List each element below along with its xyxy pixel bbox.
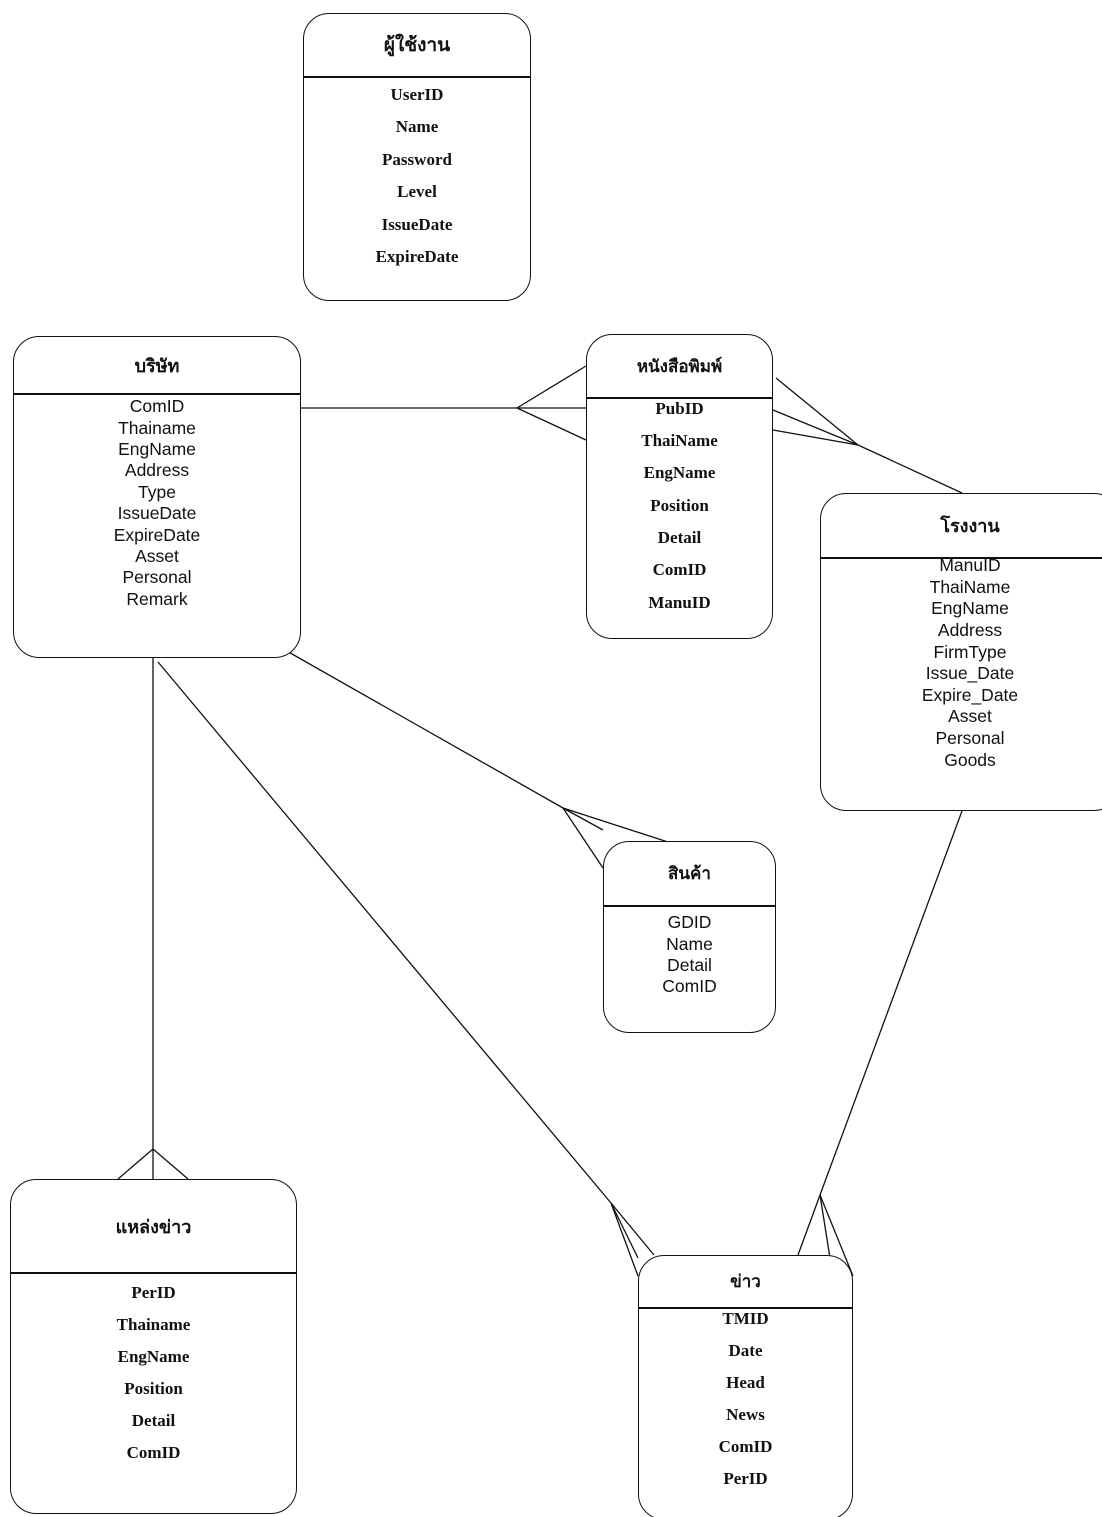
attribute: ComID [652,560,707,580]
attribute: Thainame [116,1315,191,1334]
relationship-company-news-crows-foot [610,1202,639,1277]
attribute: ComID [129,396,185,417]
relationship-company-product-crows-foot [562,807,669,843]
attribute: Asset [135,546,179,567]
attribute: ComID [662,976,717,997]
entity-title: ข่าว [639,1256,852,1309]
attribute: GDID [667,912,712,933]
entity-title: สินค้า [604,842,775,907]
attribute: PubID [655,398,704,418]
attribute: PerID [723,1469,768,1488]
attribute: Date [728,1341,763,1360]
relationship-company-news-crows-foot [610,1202,639,1259]
attribute: Position [650,495,709,515]
attribute: TMID [722,1309,769,1328]
relationship-factory-news-crows-foot [819,1194,831,1259]
attribute: Address [124,460,190,481]
attribute: Goods [944,749,996,770]
relationship-company-news-crows-foot [610,1202,655,1256]
attribute: Type [138,481,176,502]
relationship-company-news-line [157,661,612,1204]
entity-title: โรงงาน [821,494,1102,559]
entity-title: แหล่งข่าว [11,1180,296,1274]
attribute: Issue_Date [925,663,1015,684]
attribute: ExpireDate [113,524,201,545]
attribute: Name [395,117,439,137]
attribute: ComID [718,1437,773,1456]
relationship-company-news-source-crows-foot [152,1148,189,1180]
attribute: Detail [667,954,712,975]
relationship-company-product-line [284,649,564,809]
entity-title: ผู้ใช้งาน [304,14,530,78]
attribute: News [726,1405,765,1424]
relationship-newspaper-factory-crows-foot [772,429,859,446]
relationship-company-newspaper-crows-foot [516,365,587,409]
attribute: EngName [117,1347,190,1366]
attribute: ComID [126,1443,181,1462]
attribute: IssueDate [117,503,197,524]
relationship-newspaper-factory-crows-foot [772,409,859,446]
relationship-factory-news-crows-foot [797,1194,821,1256]
attribute: Address [937,619,1003,640]
attribute: Level [397,182,437,202]
relationship-company-news-source-crows-foot [117,1148,154,1180]
attribute: EngName [118,439,196,460]
attribute: Personal [935,727,1005,748]
entity-title: บริษัท [14,337,300,395]
relationship-newspaper-factory-crows-foot [775,377,859,446]
relationship-company-product-crows-foot [562,807,604,869]
attribute: ExpireDate [375,247,459,267]
entity-title: หนังสือพิมพ์ [587,335,772,399]
attribute: IssueDate [381,214,453,234]
relationship-company-newspaper-crows-foot [516,407,587,441]
attribute: Name [666,933,713,954]
attribute: EngName [643,463,716,483]
attribute: Personal [122,567,192,588]
attribute: ManuID [648,592,711,612]
attribute: Password [382,149,452,169]
attribute: ManuID [939,555,1001,576]
relationship-company-product-crows-foot [562,807,604,831]
attribute: Asset [948,706,992,727]
attribute: PerID [131,1283,176,1302]
relationship-factory-news-line [819,810,963,1196]
attribute: Position [124,1379,183,1398]
attribute: ThaiName [641,431,718,451]
attribute: Detail [131,1411,176,1430]
attribute: Detail [657,528,702,548]
attribute: FirmType [933,641,1007,662]
attribute: UserID [390,84,444,104]
attribute: ThaiName [929,576,1011,597]
attribute: EngName [931,598,1009,619]
attribute: Remark [126,588,188,609]
relationship-newspaper-factory-line [857,444,963,494]
attribute: Expire_Date [921,684,1019,705]
relationship-factory-news-crows-foot [819,1194,854,1277]
attribute: Thainame [118,417,196,438]
attribute: Head [726,1373,765,1392]
